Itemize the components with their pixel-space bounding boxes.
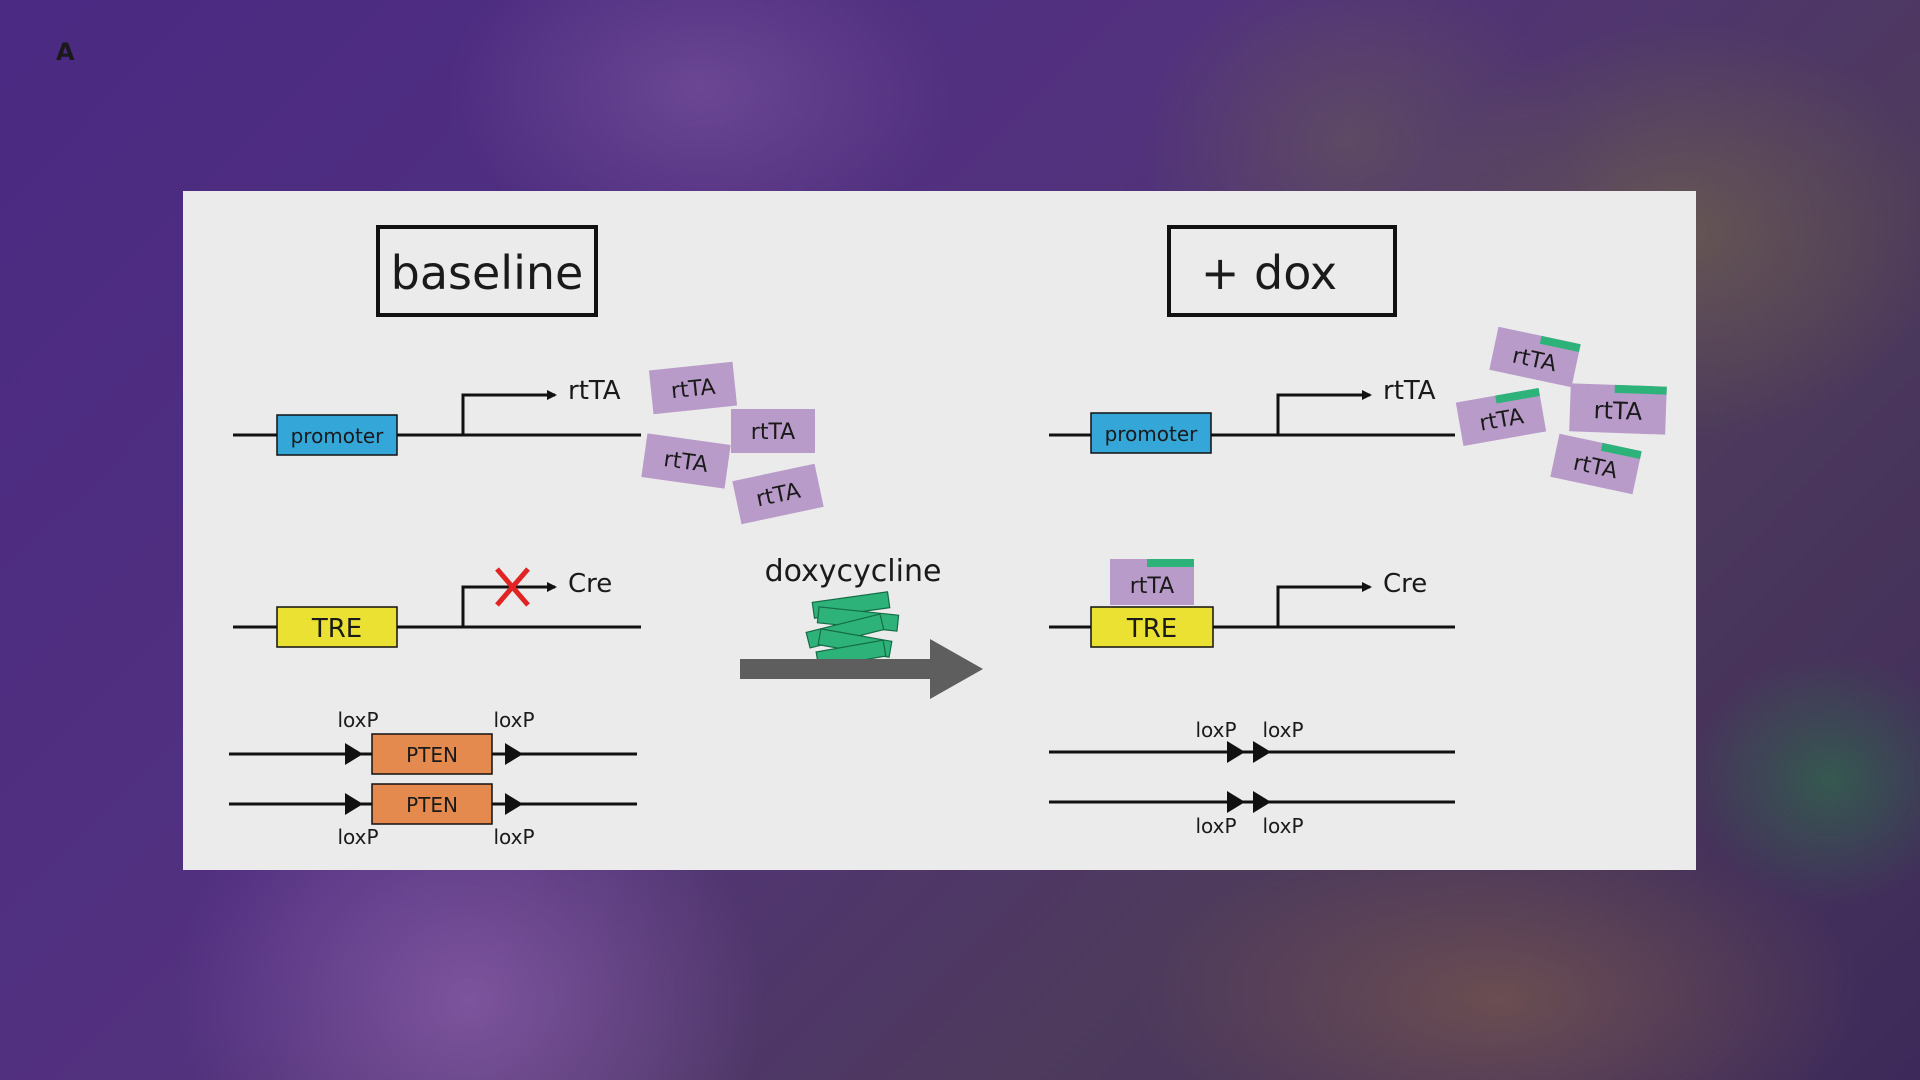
dox-cre-tss-arrow <box>1276 582 1372 627</box>
dox-rtta-protein-2: rtTA <box>1455 388 1547 446</box>
loxp-site-marker <box>345 743 363 765</box>
baseline-tre-box <box>276 606 398 648</box>
doxycycline-pills-icon <box>805 591 900 669</box>
svg-text:rtTA: rtTA <box>1130 574 1174 599</box>
baseline-promoter-text: promoter <box>291 424 385 448</box>
doxycycline-label: doxycycline <box>765 554 942 589</box>
dox-recombined-allele-2: loxP loxP <box>1049 791 1455 838</box>
dox-title: + dox <box>1167 225 1397 317</box>
loxp-label: loxP <box>337 825 378 849</box>
loxp-site-marker <box>1227 741 1245 763</box>
dox-rtta-protein-4: rtTA <box>1550 433 1642 495</box>
loxp-label: loxP <box>1195 718 1236 742</box>
loxp-site-marker <box>1253 741 1271 763</box>
baseline-promoter-box <box>276 414 398 456</box>
dox-title-text: + dox <box>1201 246 1337 300</box>
loxp-site-marker <box>1227 791 1245 813</box>
baseline-rtta-protein-3: rtTA <box>641 433 731 489</box>
dox-tre-box <box>1090 606 1214 648</box>
baseline-rtta-tss-arrow <box>461 390 557 435</box>
dox-rtta-protein-1: rtTA <box>1489 326 1581 388</box>
baseline-pten-allele-2: PTEN loxP loxP <box>229 783 637 849</box>
dox-tre-construct: rtTA TRE Cre <box>1049 559 1455 648</box>
baseline-cre-gene-text: Cre <box>568 569 612 599</box>
svg-text:PTEN: PTEN <box>406 743 458 767</box>
baseline-rtta-gene-text: rtTA <box>568 376 621 406</box>
loxp-label: loxP <box>337 708 378 732</box>
svg-text:rtTA: rtTA <box>1593 396 1643 426</box>
svg-text:rtTA: rtTA <box>662 447 709 478</box>
loxp-label: loxP <box>1195 814 1236 838</box>
loxp-site-marker <box>345 793 363 815</box>
loxp-label: loxP <box>493 708 534 732</box>
diagram-panel: baseline promoter rtTA rtTA rtTA rtTA rt… <box>183 191 1696 870</box>
treatment-arrow <box>740 639 983 699</box>
loxp-site-marker <box>1253 791 1271 813</box>
loxp-label: loxP <box>1262 718 1303 742</box>
svg-text:rtTA: rtTA <box>751 420 795 445</box>
baseline-tre-construct: TRE Cre <box>233 567 641 648</box>
dox-cre-gene-text: Cre <box>1383 569 1427 599</box>
dox-rtta-tss-arrow <box>1276 390 1372 435</box>
dox-promoter-text: promoter <box>1105 422 1199 446</box>
loxp-site-marker <box>505 793 523 815</box>
dox-promoter-construct: promoter rtTA <box>1049 376 1455 454</box>
baseline-rtta-protein-2: rtTA <box>731 409 815 453</box>
dox-promoter-box <box>1090 412 1212 454</box>
svg-text:PTEN: PTEN <box>406 793 458 817</box>
baseline-title: baseline <box>376 225 598 317</box>
dox-tre-text: TRE <box>1126 614 1177 644</box>
dox-rtta-gene-text: rtTA <box>1383 376 1436 406</box>
loxp-label: loxP <box>493 825 534 849</box>
loxp-label: loxP <box>1262 814 1303 838</box>
svg-text:rtTA: rtTA <box>670 375 717 405</box>
baseline-tre-text: TRE <box>311 614 362 644</box>
pten-exon-box <box>371 733 493 775</box>
dox-recombined-allele-1: loxP loxP <box>1049 718 1455 763</box>
baseline-title-text: baseline <box>391 246 584 300</box>
figure-panel-label: A <box>56 38 75 66</box>
baseline-rtta-protein-4: rtTA <box>732 463 824 525</box>
baseline-promoter-construct: promoter rtTA <box>233 376 641 456</box>
gene-switch-diagram: baseline promoter rtTA rtTA rtTA rtTA rt… <box>229 225 1667 849</box>
dox-rtta-protein-3: rtTA <box>1569 383 1667 435</box>
block-x-icon <box>495 567 530 607</box>
baseline-cre-tss-arrow <box>461 582 557 627</box>
baseline-rtta-protein-1: rtTA <box>648 361 738 415</box>
loxp-site-marker <box>505 743 523 765</box>
pten-exon-box <box>371 783 493 825</box>
tre-bound-rtta-protein: rtTA <box>1110 559 1194 605</box>
baseline-pten-allele-1: PTEN loxP loxP <box>229 708 637 775</box>
